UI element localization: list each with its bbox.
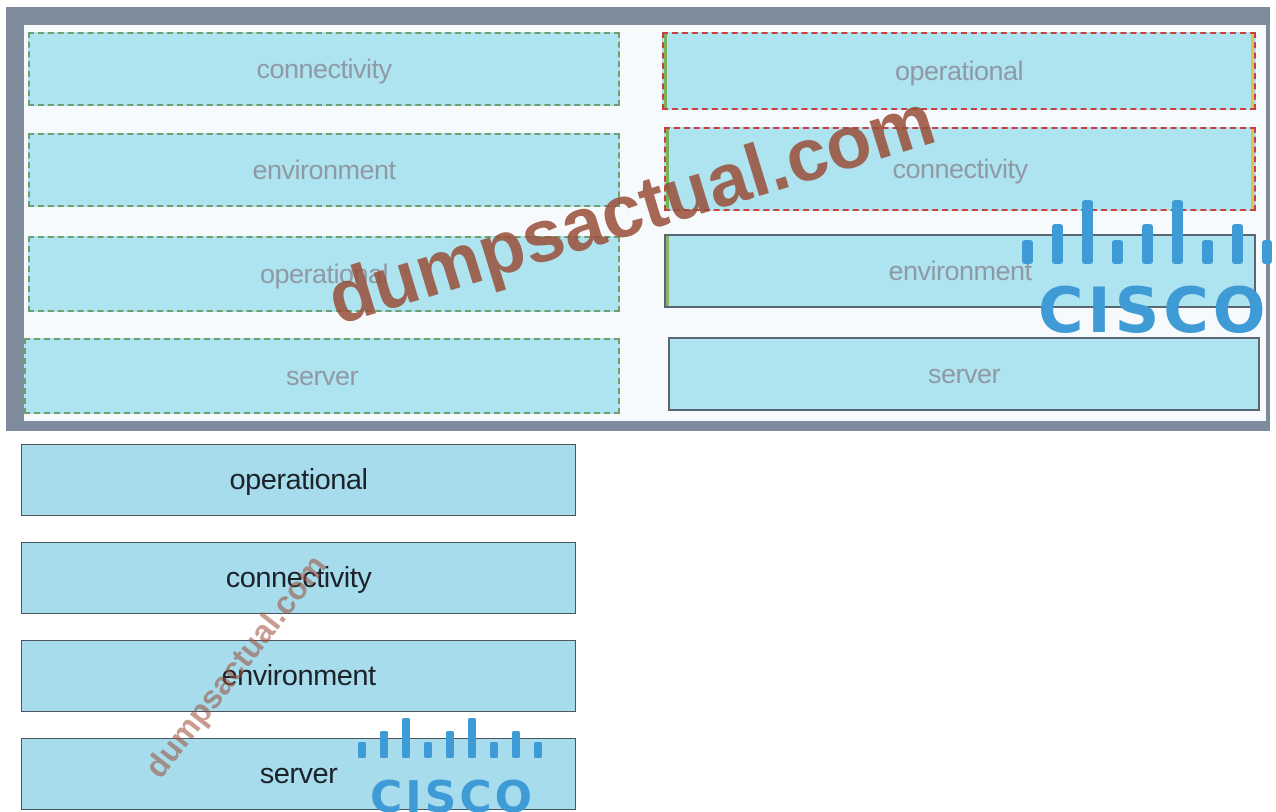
right-tile-connectivity[interactable]: connectivity [664,127,1256,211]
left-tile-operational[interactable]: operational [28,236,620,312]
answer-option-operational[interactable]: operational [21,444,576,516]
answer-option-server[interactable]: server [21,738,576,810]
answer-option-connectivity[interactable]: connectivity [21,542,576,614]
left-tile-server[interactable]: server [24,338,620,414]
right-tile-environment[interactable]: environment [664,234,1256,308]
answer-option-environment[interactable]: environment [21,640,576,712]
right-tile-server[interactable]: server [668,337,1260,411]
left-tile-environment[interactable]: environment [28,133,620,207]
left-tile-connectivity[interactable]: connectivity [28,32,620,106]
right-tile-operational[interactable]: operational [662,32,1256,110]
